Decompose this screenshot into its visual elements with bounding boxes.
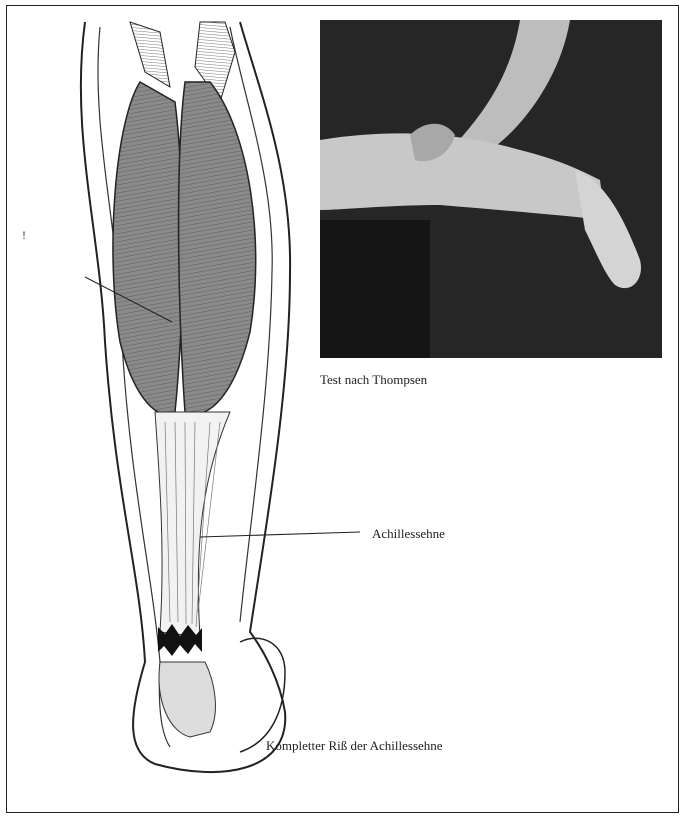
photo-caption: Test nach Thompsen	[320, 372, 427, 388]
achilles-tendon-label: Achillessehne	[372, 526, 445, 542]
calf-anatomy-illustration	[60, 12, 360, 782]
thompson-test-photo	[320, 20, 662, 358]
margin-mark: !	[22, 228, 26, 243]
rupture-caption: Kompletter Riß der Achillessehne	[266, 738, 443, 754]
